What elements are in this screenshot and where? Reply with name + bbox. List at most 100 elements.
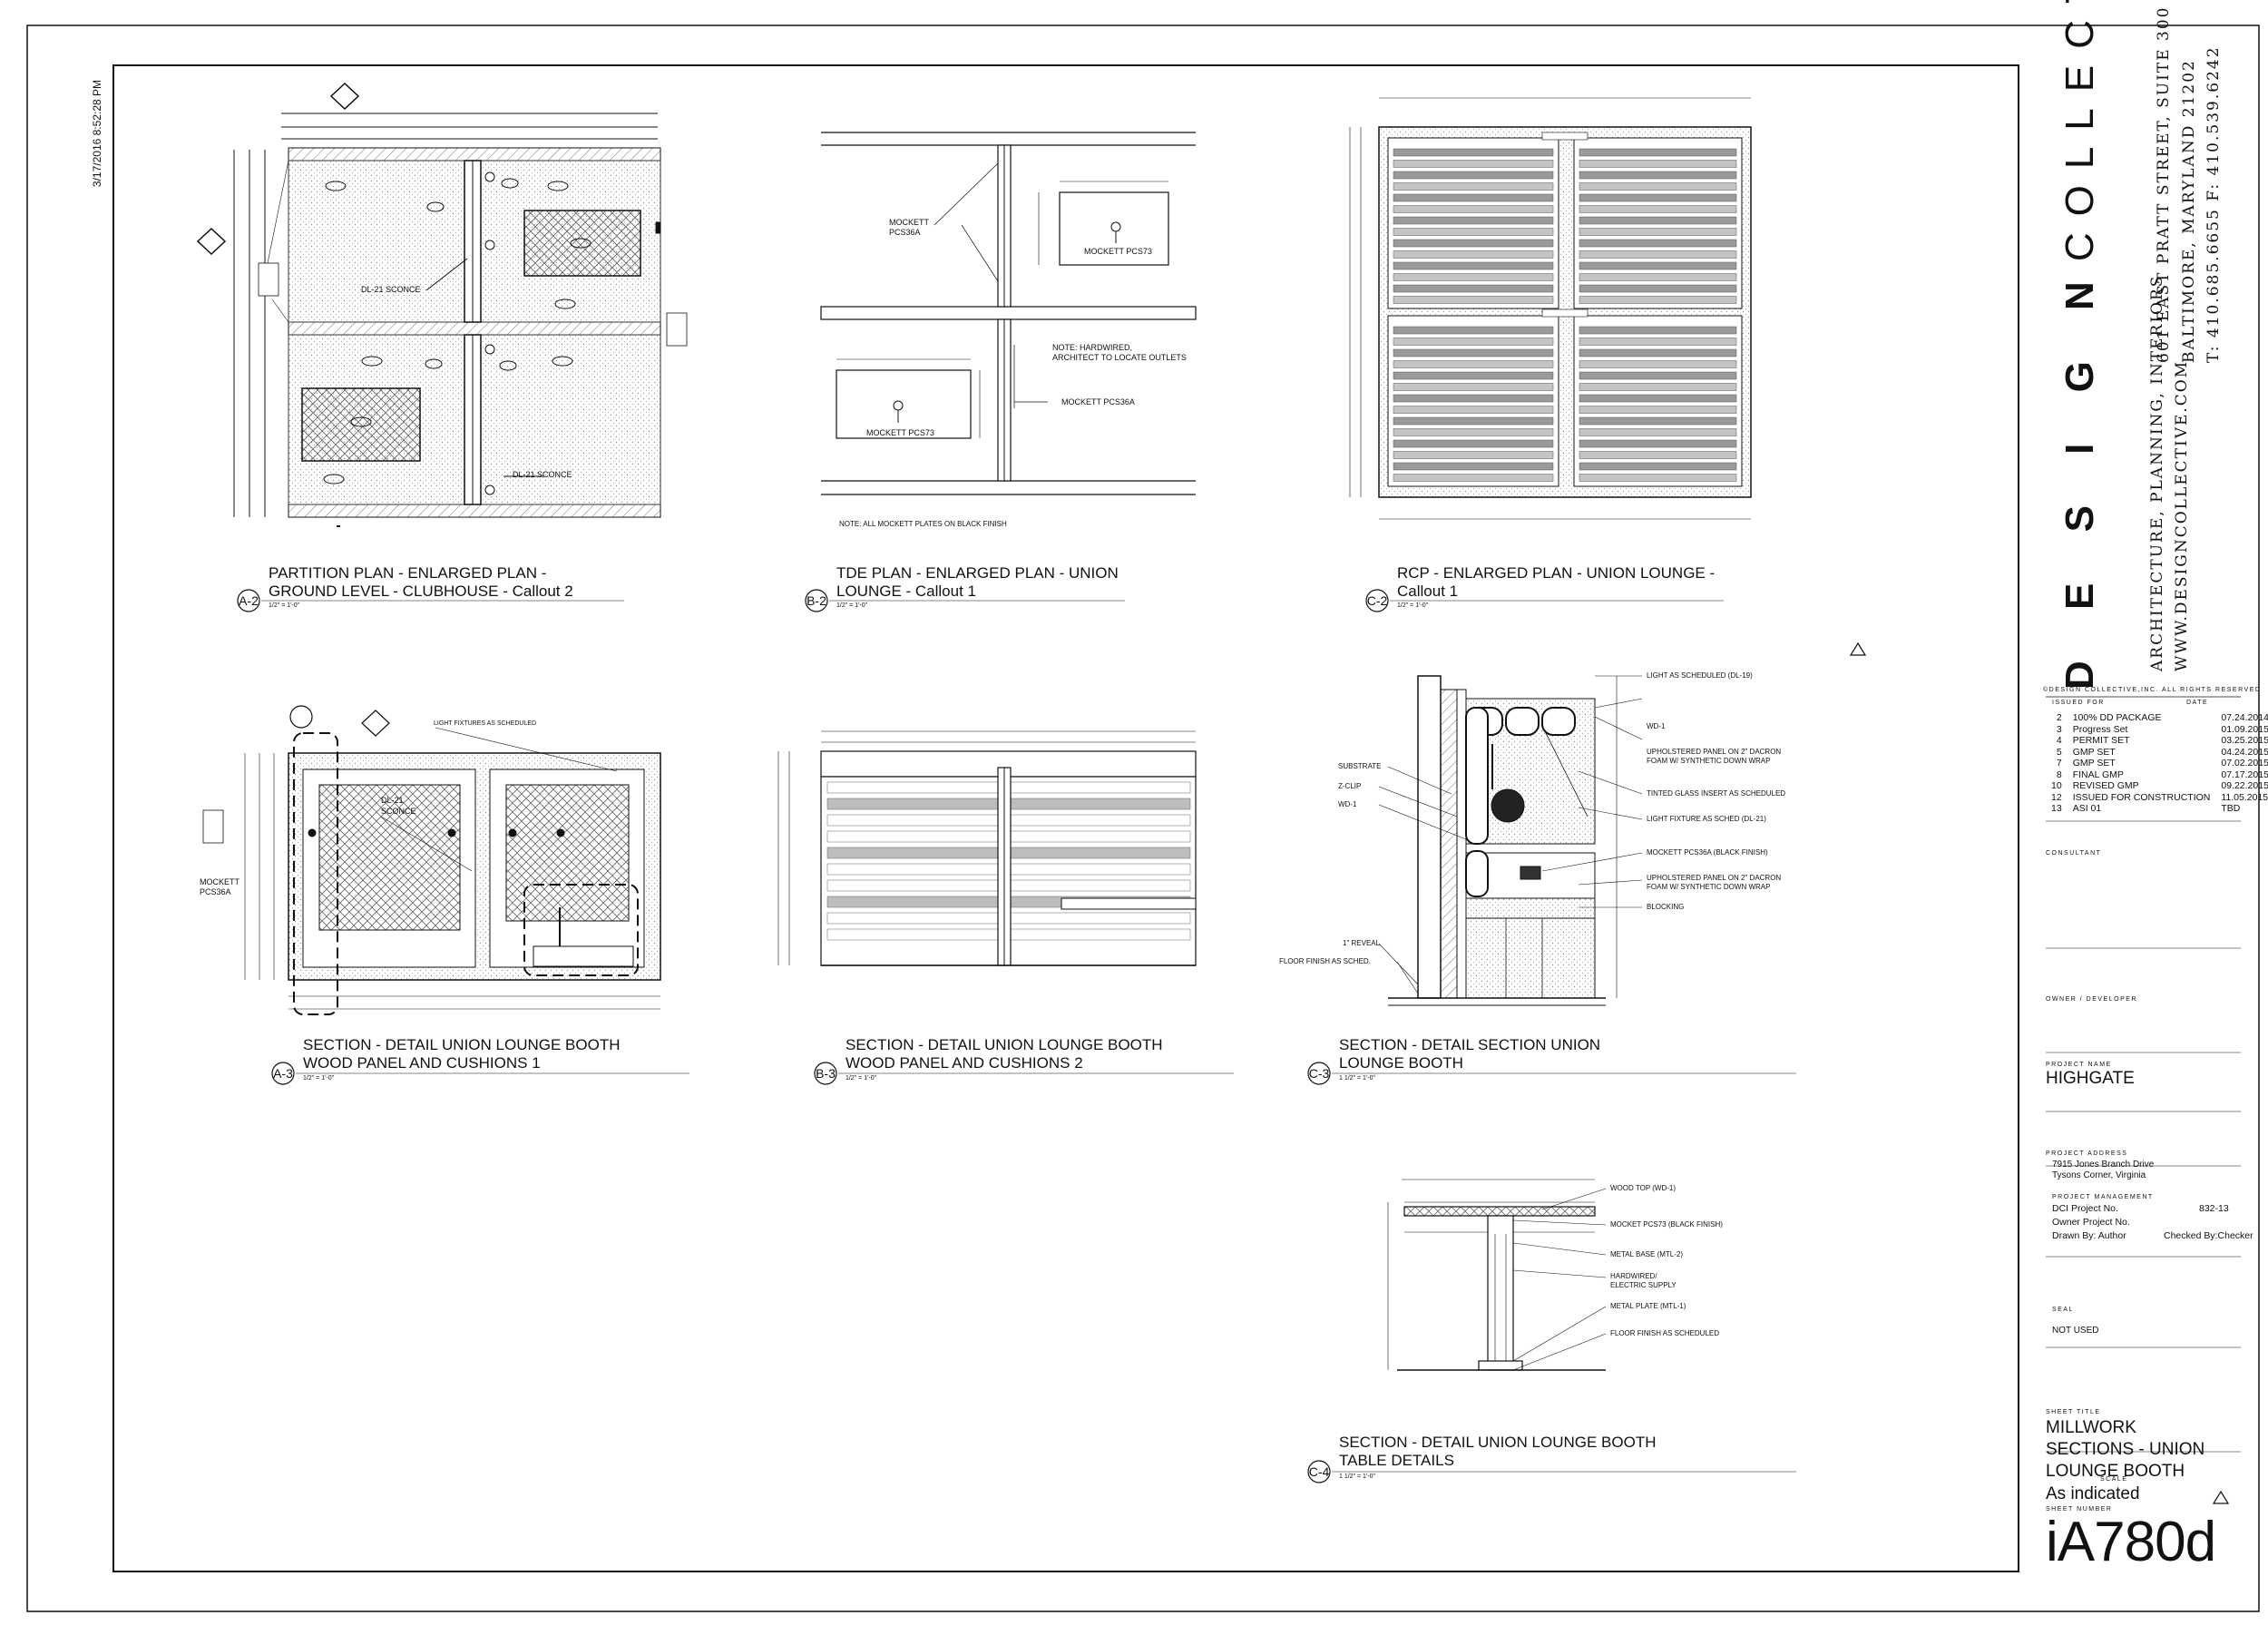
rcp-slat <box>1393 160 1554 168</box>
view-a2-scale: 1/2" = 1'-0" <box>269 602 300 609</box>
issue-num: 8 <box>2056 769 2062 780</box>
view-c3-title-line2: LOUNGE BOOTH <box>1339 1054 1463 1072</box>
rcp-slat <box>1393 428 1554 436</box>
view-c4-title-line2: TABLE DETAILS <box>1339 1452 1454 1469</box>
drawn-by: Drawn By: Author <box>2052 1230 2126 1241</box>
sheet-title-3: LOUNGE BOOTH <box>2046 1462 2185 1481</box>
issue-date: 11.05.2015 <box>2221 791 2268 803</box>
view-c3-section <box>1378 675 1643 1006</box>
note-b2-mockett-3: MOCKETT PCS36A <box>1061 397 1135 406</box>
view-c3-scale: 1 1/2" = 1'-0" <box>1339 1075 1375 1082</box>
issue-desc: ISSUED FOR CONSTRUCTION <box>2072 791 2211 803</box>
rcp-slat <box>1579 193 1737 202</box>
note-a3-mockett-2: PCS36A <box>200 887 231 896</box>
rcp-slat <box>1393 273 1554 281</box>
note-c4-metal-base: METAL BASE (MTL-2) <box>1610 1250 1684 1258</box>
note-b2-hardwired: NOTE: HARDWIRED, <box>1052 343 1133 352</box>
view-tag-a2-label: A-2 <box>239 593 259 608</box>
note-c4-metal-plate: METAL PLATE (MTL-1) <box>1610 1302 1686 1310</box>
note-a3-sconce: SCONCE <box>381 807 416 816</box>
note-c3-upholstered-1b: FOAM W/ SYNTHETIC DOWN WRAP <box>1647 757 1771 765</box>
rcp-slat <box>1393 348 1554 357</box>
view-tag-b2-label: B-2 <box>807 593 826 608</box>
rcp-slat <box>1579 273 1737 281</box>
view-tag-a3 <box>271 1062 295 1085</box>
issue-date: 07.24.2014 <box>2221 712 2268 723</box>
rcp-slat <box>1579 216 1737 225</box>
firm-logo: D E S I G NCOLLECTIVE <box>2058 0 2103 690</box>
project-address-1: 7915 Jones Branch Drive <box>2052 1160 2155 1170</box>
note-c4-hardwired: HARDWIRED/ <box>1610 1272 1657 1280</box>
firm-website: WWW.DESIGNCOLLECTIVE.COM <box>2173 359 2191 671</box>
issue-desc: FINAL GMP <box>2072 769 2124 780</box>
issue-date: TBD <box>2221 803 2241 814</box>
view-a3-title-line1: SECTION - DETAIL UNION LOUNGE BOOTH <box>303 1036 621 1053</box>
issue-date: 07.02.2015 <box>2221 758 2268 769</box>
rcp-slat <box>1393 451 1554 459</box>
rcp-slat <box>1393 148 1554 157</box>
issue-date: 04.24.2015 <box>2221 746 2268 758</box>
scale-label: SCALE <box>2100 1476 2128 1483</box>
rcp-slat <box>1579 326 1737 335</box>
rcp-slat <box>1579 451 1737 459</box>
view-a3-scale: 1/2" = 1'-0" <box>303 1075 335 1082</box>
seal-value: NOT USED <box>2052 1326 2099 1336</box>
consultant-label: CONSULTANT <box>2046 850 2102 857</box>
issued-for-label: ISSUED FOR <box>2052 700 2105 706</box>
view-b3-section <box>777 730 1197 966</box>
note-c3-upholstered-2: UPHOLSTERED PANEL ON 2" DACRON <box>1647 874 1782 882</box>
note-b2-all-plates: NOTE: ALL MOCKETT PLATES ON BLACK FINISH <box>839 520 1007 528</box>
rcp-slat <box>1393 216 1554 225</box>
seal-label: SEAL <box>2052 1307 2074 1313</box>
note-b2-mockett-4: MOCKETT PCS73 <box>866 428 934 437</box>
project-address-label: PROJECT ADDRESS <box>2046 1150 2128 1157</box>
note-c3-blocking: BLOCKING <box>1647 903 1685 911</box>
view-tag-c3 <box>1307 1062 1331 1085</box>
note-b2-mockett-1b: PCS36A <box>889 228 921 237</box>
project-name-label: PROJECT NAME <box>2046 1062 2112 1068</box>
view-c4-table-section <box>1387 1179 1607 1371</box>
view-c4-title-line1: SECTION - DETAIL UNION LOUNGE BOOTH <box>1339 1434 1657 1451</box>
rcp-slat <box>1579 148 1737 157</box>
note-c4-mockett: MOCKET PCS73 (BLACK FINISH) <box>1610 1220 1723 1229</box>
rcp-slat <box>1579 462 1737 471</box>
sheet-title-2: SECTIONS - UNION <box>2046 1440 2205 1459</box>
rcp-slat <box>1579 284 1737 293</box>
view-a3-section <box>202 705 661 1015</box>
rcp-slat <box>1393 171 1554 180</box>
date-label: DATE <box>2186 700 2209 706</box>
issue-date: 03.25.2015 <box>2221 735 2268 746</box>
issue-desc: Progress Set <box>2072 723 2128 735</box>
issue-num: 13 <box>2051 803 2062 814</box>
project-mgmt-label: PROJECT MANAGEMENT <box>2052 1194 2154 1200</box>
sheet-title-1: MILLWORK <box>2046 1418 2136 1437</box>
issue-num: 10 <box>2051 780 2062 791</box>
rcp-slat <box>1579 338 1737 346</box>
note-a3-dl21: DL-21 <box>381 796 404 805</box>
view-tag-c2-label: C-2 <box>1366 593 1388 608</box>
view-tag-c3-label: C-3 <box>1308 1066 1330 1081</box>
view-c2-title-line2: Callout 1 <box>1397 583 1459 600</box>
note-a2-sconce-1: DL-21 SCONCE <box>361 285 421 294</box>
view-b3-title-line1: SECTION - DETAIL UNION LOUNGE BOOTH <box>846 1036 1163 1053</box>
view-c3-title-line1: SECTION - DETAIL SECTION UNION <box>1339 1036 1601 1053</box>
rcp-slat <box>1579 348 1737 357</box>
rcp-slat <box>1393 338 1554 346</box>
view-tag-b3-label: B-3 <box>816 1066 836 1081</box>
sheet-number-label: SHEET NUMBER <box>2046 1506 2113 1513</box>
view-b3-scale: 1/2" = 1'-0" <box>846 1075 877 1082</box>
note-c3-zclip: Z-CLIP <box>1338 782 1362 790</box>
rcp-slat <box>1579 182 1737 191</box>
rcp-slat <box>1579 439 1737 448</box>
rcp-slat <box>1393 205 1554 213</box>
rcp-slat <box>1579 261 1737 270</box>
sheet-number: iA780d <box>2046 1511 2216 1573</box>
